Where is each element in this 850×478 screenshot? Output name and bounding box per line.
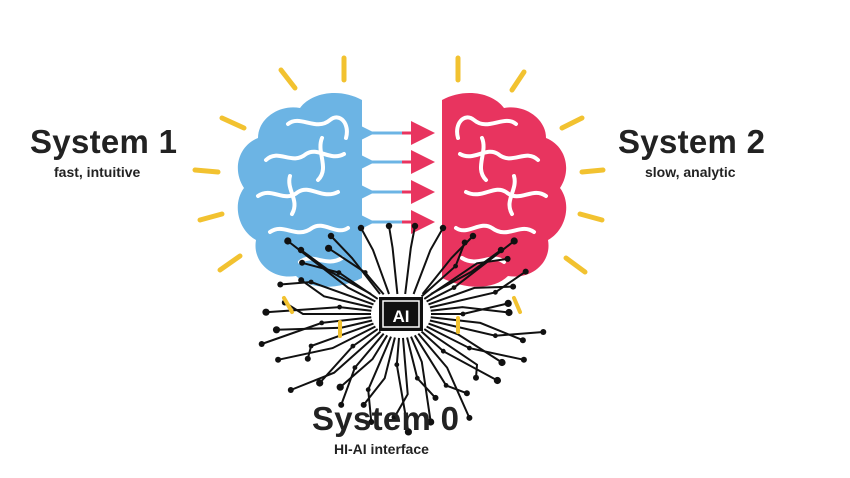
circuit-trace	[430, 306, 510, 314]
circuit-node	[460, 311, 466, 317]
circuit-node	[411, 222, 419, 230]
circuit-node	[262, 308, 270, 316]
circuit-node	[432, 394, 439, 401]
circuit-trace	[404, 225, 416, 295]
circuit-trace	[423, 328, 479, 378]
circuit-node	[440, 348, 446, 354]
circuit-trace	[417, 332, 471, 419]
circuit-node	[461, 239, 468, 246]
circuit-node	[350, 343, 356, 349]
system2-title: System 2	[618, 123, 766, 160]
idea-rays	[192, 55, 606, 275]
circuit-trace	[330, 235, 381, 295]
circuit-trace	[287, 240, 376, 303]
circuit-node	[304, 355, 311, 362]
circuit-node	[284, 237, 292, 245]
circuit-node	[493, 289, 498, 295]
circuit-trace	[412, 227, 444, 295]
circuit-node	[504, 299, 512, 307]
circuit-node	[439, 224, 447, 232]
system0-subtitle: HI-AI interface	[334, 441, 429, 457]
circuit-node	[368, 419, 375, 425]
circuit-trace	[265, 306, 372, 314]
circuit-node	[498, 358, 506, 367]
system2-subtitle: slow, analytic	[645, 164, 736, 180]
circuit-node	[504, 255, 511, 262]
circuit-node	[522, 268, 529, 275]
circuit-trace	[393, 337, 409, 418]
circuit-node	[520, 356, 527, 363]
system1-title: System 1	[30, 123, 178, 160]
circuit-node	[427, 418, 435, 426]
circuit-node	[327, 232, 335, 240]
circuit-node	[473, 374, 479, 381]
circuit-node	[316, 379, 324, 387]
circuit-node	[325, 244, 333, 252]
circuit-node	[352, 365, 358, 370]
circuit-nodes	[258, 222, 547, 436]
circuit-trace	[300, 249, 372, 295]
circuit-node	[385, 222, 393, 230]
brain-right-hemisphere-icon	[442, 93, 567, 287]
circuit-node	[319, 320, 325, 326]
circuit-node	[308, 279, 314, 285]
circuit-node	[519, 337, 526, 344]
hemisphere-arrows	[351, 121, 435, 234]
system1-subtitle: fast, intuitive	[54, 164, 141, 180]
circuit-node	[362, 270, 368, 275]
circuit-trace	[277, 325, 376, 361]
circuit-node	[414, 375, 420, 381]
circuit-trace	[428, 322, 503, 364]
circuit-node	[443, 383, 449, 388]
circuit-node	[391, 414, 398, 421]
circuit-node	[510, 283, 517, 290]
circuit-node	[299, 259, 306, 266]
circuit-node	[451, 285, 457, 290]
circuit-trace	[290, 330, 382, 391]
circuit-node	[466, 414, 473, 421]
circuit-node	[540, 329, 547, 335]
circuit-trace	[410, 336, 432, 423]
circuit-node	[308, 343, 314, 349]
circuit-node	[463, 390, 470, 397]
circuit-node	[394, 362, 400, 368]
circuit-node	[337, 304, 342, 310]
circuit-trace	[420, 330, 498, 382]
circuit-node	[258, 341, 265, 347]
circuit-node	[275, 356, 282, 363]
circuit-trace	[360, 227, 390, 295]
circuit-node	[297, 246, 305, 254]
circuit-node	[493, 376, 501, 385]
circuit-node	[357, 224, 365, 232]
circuit-node	[469, 232, 477, 240]
system0-title: System 0	[312, 400, 460, 437]
circuit-node	[338, 401, 345, 408]
circuit-trace	[300, 279, 373, 309]
circuit-node	[404, 428, 412, 436]
circuit-trace	[388, 225, 399, 295]
circuit-trace	[428, 285, 514, 306]
circuit-node	[467, 345, 472, 351]
circuit-node	[277, 281, 284, 288]
circuit-node	[453, 263, 458, 269]
circuit-node	[336, 270, 342, 275]
circuit-node	[497, 246, 505, 254]
circuit-node	[510, 237, 518, 245]
circuit-trace	[430, 249, 502, 295]
circuit-node	[360, 401, 367, 408]
ai-chip-icon: AI	[379, 297, 423, 331]
circuit-node	[298, 277, 305, 284]
circuit-highlights	[282, 296, 522, 338]
circuit-node	[505, 308, 513, 317]
circuit-node	[493, 333, 498, 339]
circuit-node	[287, 387, 294, 393]
circuit-trace	[429, 319, 544, 337]
circuit-trace	[362, 337, 396, 406]
circuit-node	[365, 387, 371, 393]
circuit-node	[336, 383, 344, 391]
chip-label: AI	[393, 307, 410, 326]
circuit-node	[272, 326, 281, 334]
